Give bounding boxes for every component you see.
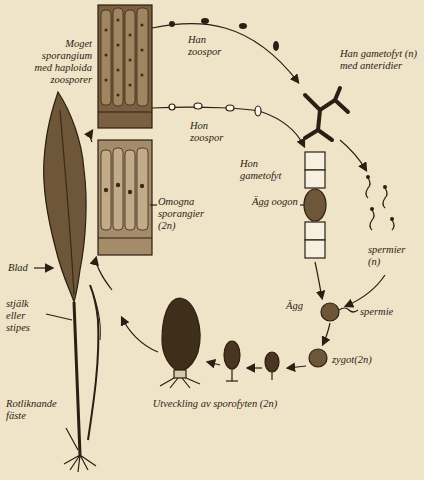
part-label: Ägg [286,300,316,312]
part-label: Han zoospor [188,34,236,58]
part-label: spermie [360,306,416,318]
part-label: Rotliknande fäste [6,398,68,422]
part-label: Han gametofyt (n) med anteridier [340,48,418,72]
part-label: Hon zoospor [190,120,240,144]
part-label: Ägg oogon [252,196,298,208]
part-label: zygot(2n) [332,354,402,366]
part-label: Hon gametofyt [240,158,298,182]
part-label: Blad [8,262,36,274]
part-label: stjälk eller stipes [6,298,46,334]
part-label: Utveckling av sporofyten (2n) [150,398,280,410]
part-label: spermier (n) [368,244,418,268]
part-label: Moget sporangium med haploida zoosporer [28,38,92,86]
part-label: Omogna sporangier (2n) [158,196,218,232]
